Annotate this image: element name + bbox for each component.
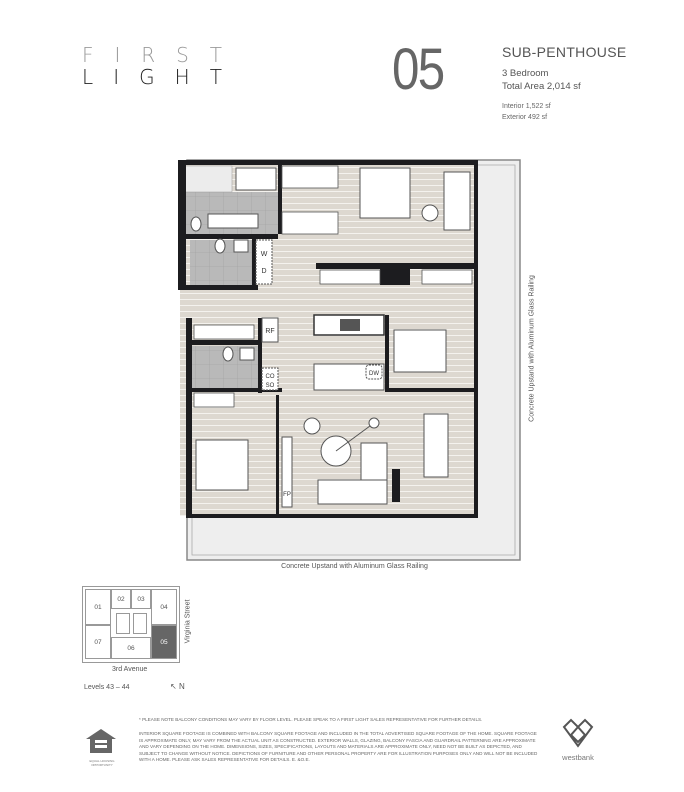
street-bottom-label: 3rd Avenue xyxy=(112,666,148,673)
keyplan-unit: 03 xyxy=(131,589,151,609)
keyplan-core xyxy=(133,613,147,634)
closet xyxy=(193,392,235,408)
balcony-note: * PLEASE NOTE BALCONY CONDITIONS MAY VAR… xyxy=(139,717,483,722)
equal-housing-logo: EQUAL HOUSING OPPORTUNITY xyxy=(84,728,120,767)
keyplan-unit: 01 xyxy=(85,589,111,625)
bathtub xyxy=(235,167,277,191)
railing-label-bottom: Concrete Upstand with Aluminum Glass Rai… xyxy=(281,563,428,570)
north-indicator: ↖ N xyxy=(170,682,185,691)
fridge xyxy=(261,317,279,343)
logo-letter: H xyxy=(174,65,190,89)
equal-housing-icon xyxy=(86,729,116,753)
dryer-label: D xyxy=(261,268,266,275)
logo-letter: F xyxy=(82,43,94,67)
north-label: N xyxy=(178,682,185,691)
closet xyxy=(281,211,339,235)
closet xyxy=(421,269,473,285)
closet-co-label: CO xyxy=(266,374,275,380)
bedroom-count: 3 Bedroom xyxy=(502,68,549,79)
cooktop xyxy=(340,319,360,331)
levels-label: Levels 43 – 44 xyxy=(84,684,130,691)
westbank-icon xyxy=(562,718,594,748)
closet xyxy=(281,165,339,189)
logo-letter: S xyxy=(176,43,189,67)
fireplace xyxy=(281,436,293,508)
closet xyxy=(319,269,381,285)
washer-dryer xyxy=(255,239,273,285)
interior-area: Interior 1,522 sf xyxy=(502,103,551,110)
bedroom-2-bed xyxy=(195,439,249,491)
dishwasher-label: DW xyxy=(369,371,379,377)
westbank-logo: westbank xyxy=(548,718,608,762)
logo-letter: T xyxy=(209,43,222,67)
bedroom-3-bed xyxy=(393,329,447,373)
washer-label: W xyxy=(261,251,268,258)
logo-letter: T xyxy=(209,65,222,89)
equal-housing-text: EQUAL HOUSING OPPORTUNITY xyxy=(89,759,115,767)
north-arrow-icon: ↖ xyxy=(170,682,177,691)
westbank-text: westbank xyxy=(562,753,594,762)
unit-number: 05 xyxy=(392,37,445,102)
logo-letter: I xyxy=(113,65,120,89)
logo-letter: R xyxy=(141,43,156,67)
master-bed xyxy=(359,167,411,219)
exterior-area: Exterior 492 sf xyxy=(502,114,548,121)
total-area: Total Area 2,014 sf xyxy=(502,81,581,92)
fireplace-label: FP xyxy=(283,492,291,498)
keyplan-unit: 07 xyxy=(85,625,111,659)
dining-table xyxy=(423,413,449,478)
keyplan-unit-highlighted: 05 xyxy=(151,625,177,659)
key-plan: 01 02 03 04 05 06 07 xyxy=(82,586,180,663)
walls xyxy=(178,160,478,518)
logo-letter: L xyxy=(82,65,94,89)
keyplan-unit: 06 xyxy=(111,637,151,659)
logo-letter: G xyxy=(139,65,155,89)
railing-label-right: Concrete Upstand with Aluminum Glass Rai… xyxy=(528,275,536,422)
keyplan-core xyxy=(116,613,130,634)
fridge-label: RF xyxy=(265,328,274,335)
disclaimer: INTERIOR SQUARE FOOTAGE IS COMBINED WITH… xyxy=(139,731,538,763)
logo-letter: I xyxy=(114,43,121,67)
keyplan-unit: 04 xyxy=(151,589,177,625)
closet xyxy=(193,324,255,340)
closet-so-label: SO xyxy=(266,383,275,389)
street-right-label: Virginia Street xyxy=(184,599,192,644)
keyplan-unit: 02 xyxy=(111,589,131,609)
unit-type: SUB-PENTHOUSE xyxy=(502,44,627,60)
